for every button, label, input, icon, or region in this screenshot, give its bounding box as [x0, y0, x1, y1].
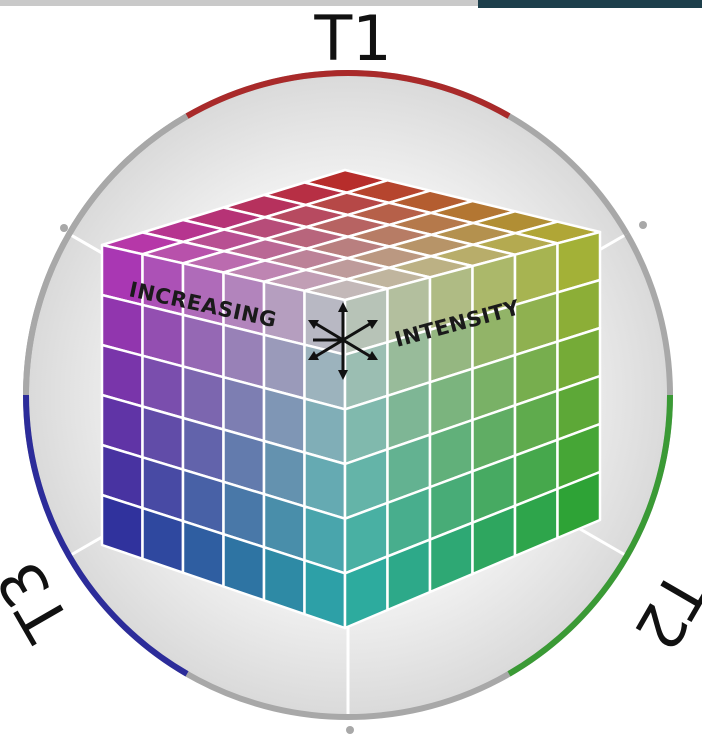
- t1-label: T1: [313, 2, 391, 75]
- rim-dot-left: [60, 224, 68, 232]
- rim-dot-bottom: [346, 726, 354, 734]
- rim-dot-right: [639, 221, 647, 229]
- t2-label: T2: [620, 558, 702, 662]
